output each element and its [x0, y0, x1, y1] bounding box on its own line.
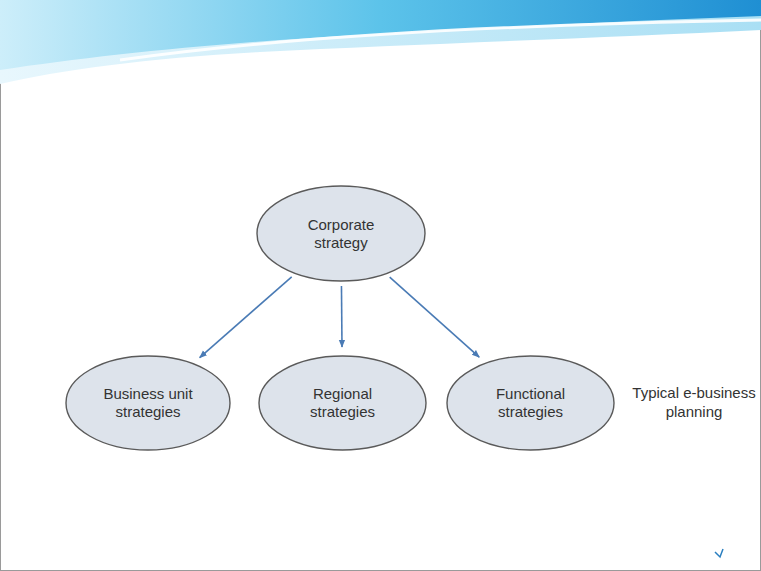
node-label: Corporate strategy	[291, 216, 391, 252]
banner-band	[0, 0, 761, 70]
node-label: Business unit strategies	[98, 385, 198, 421]
diagram-caption-label: Typical e-business planning	[626, 383, 761, 421]
corner-mark	[715, 549, 723, 557]
ellipse-shape	[257, 186, 425, 281]
ellipse-shape	[66, 356, 230, 450]
flow-arrow	[200, 277, 292, 358]
ellipse-shape	[259, 356, 426, 450]
node-text-wrap: Functional strategies	[446, 355, 615, 451]
node-text-wrap: Business unit strategies	[65, 355, 231, 451]
banner-swoosh	[120, 20, 761, 60]
strategy-ellipse: Corporate strategy	[256, 185, 426, 282]
flow-arrow	[341, 286, 343, 347]
ellipse-shape	[447, 356, 614, 450]
node-label: Functional strategies	[481, 385, 581, 421]
strategy-ellipse: Regional strategies	[258, 355, 427, 451]
banner-wave	[0, 0, 761, 84]
node-text-wrap: Corporate strategy	[256, 185, 426, 282]
flow-arrow	[390, 277, 480, 357]
node-text-wrap: Regional strategies	[258, 355, 427, 451]
strategy-ellipse: Functional strategies	[446, 355, 615, 451]
strategy-ellipse: Business unit strategies	[65, 355, 231, 451]
node-label: Regional strategies	[293, 385, 393, 421]
